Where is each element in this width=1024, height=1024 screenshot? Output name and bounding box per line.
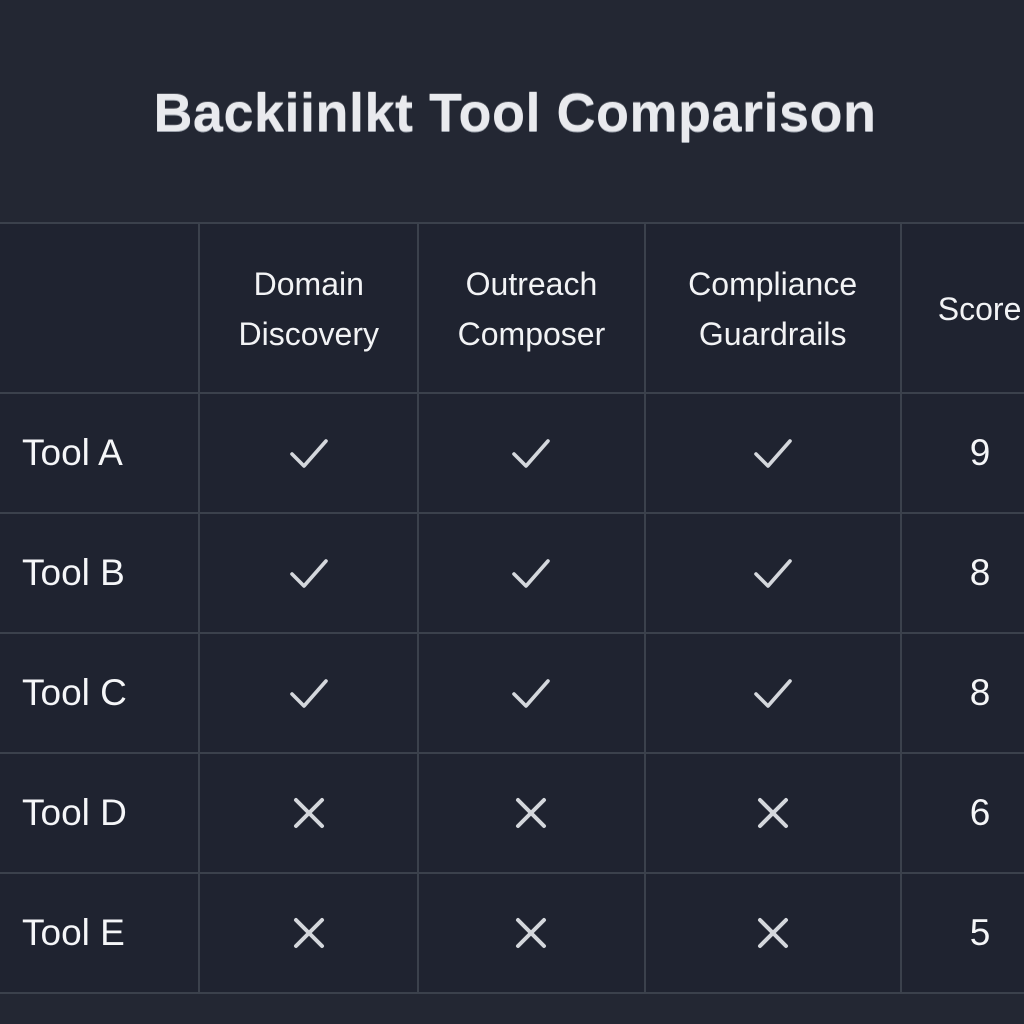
compliance-guardrails-cell [643, 392, 902, 514]
tool-name-cell: Tool C [0, 632, 201, 754]
header-label-line: Outreach [465, 266, 598, 302]
table-row: Tool D 6 [0, 752, 1024, 874]
cross-icon [509, 791, 553, 835]
check-icon [751, 671, 795, 715]
header-domain-discovery: Domain Discovery [198, 222, 420, 394]
cross-icon [509, 911, 553, 955]
compliance-guardrails-cell [643, 752, 902, 874]
domain-discovery-cell [198, 872, 420, 994]
cross-icon [751, 911, 795, 955]
check-icon [751, 431, 795, 475]
header-label-line: Discovery [238, 316, 379, 352]
table-row: Tool C 8 [0, 632, 1024, 754]
domain-discovery-cell [198, 392, 420, 514]
score-cell: 6 [899, 752, 1024, 874]
check-icon [287, 551, 331, 595]
header-label-line: Composer [457, 316, 606, 352]
domain-discovery-cell [198, 512, 420, 634]
outreach-composer-cell [417, 632, 646, 754]
score-cell: 8 [899, 632, 1024, 754]
header-compliance-guardrails: Compliance Guardrails [643, 222, 902, 394]
outreach-composer-cell [417, 752, 646, 874]
compliance-guardrails-cell [643, 632, 902, 754]
tool-name-cell: Tool A [0, 392, 201, 514]
cross-icon [287, 911, 331, 955]
cross-icon [751, 791, 795, 835]
outreach-composer-cell [417, 512, 646, 634]
table-row: Tool B 8 [0, 512, 1024, 634]
tool-name-cell: Tool E [0, 872, 201, 994]
header-label-line: Domain [253, 266, 364, 302]
score-cell: 8 [899, 512, 1024, 634]
check-icon [287, 671, 331, 715]
check-icon [287, 431, 331, 475]
score-cell: 9 [899, 392, 1024, 514]
check-icon [509, 431, 553, 475]
header-outreach-composer: Outreach Composer [417, 222, 646, 394]
header-label-line: Compliance [688, 266, 858, 302]
comparison-table-container: Domain Discovery Outreach Composer Compl… [0, 222, 1024, 996]
domain-discovery-cell [198, 632, 420, 754]
check-icon [751, 551, 795, 595]
outreach-composer-cell [417, 392, 646, 514]
header-score: Score [899, 222, 1024, 394]
cross-icon [287, 791, 331, 835]
tool-name-cell: Tool D [0, 752, 201, 874]
comparison-table: Domain Discovery Outreach Composer Compl… [0, 222, 1024, 994]
table-row: Tool E 5 [0, 872, 1024, 994]
domain-discovery-cell [198, 752, 420, 874]
table-header-row: Domain Discovery Outreach Composer Compl… [0, 222, 1024, 394]
outreach-composer-cell [417, 872, 646, 994]
compliance-guardrails-cell [643, 872, 902, 994]
check-icon [509, 551, 553, 595]
page-title: Backiinlkt Tool Comparison [153, 83, 877, 143]
check-icon [509, 671, 553, 715]
compliance-guardrails-cell [643, 512, 902, 634]
score-cell: 5 [899, 872, 1024, 994]
tool-name-cell: Tool B [0, 512, 201, 634]
header-empty-cell [0, 222, 201, 394]
header-label-line: Guardrails [698, 316, 847, 352]
table-row: Tool A 9 [0, 392, 1024, 514]
